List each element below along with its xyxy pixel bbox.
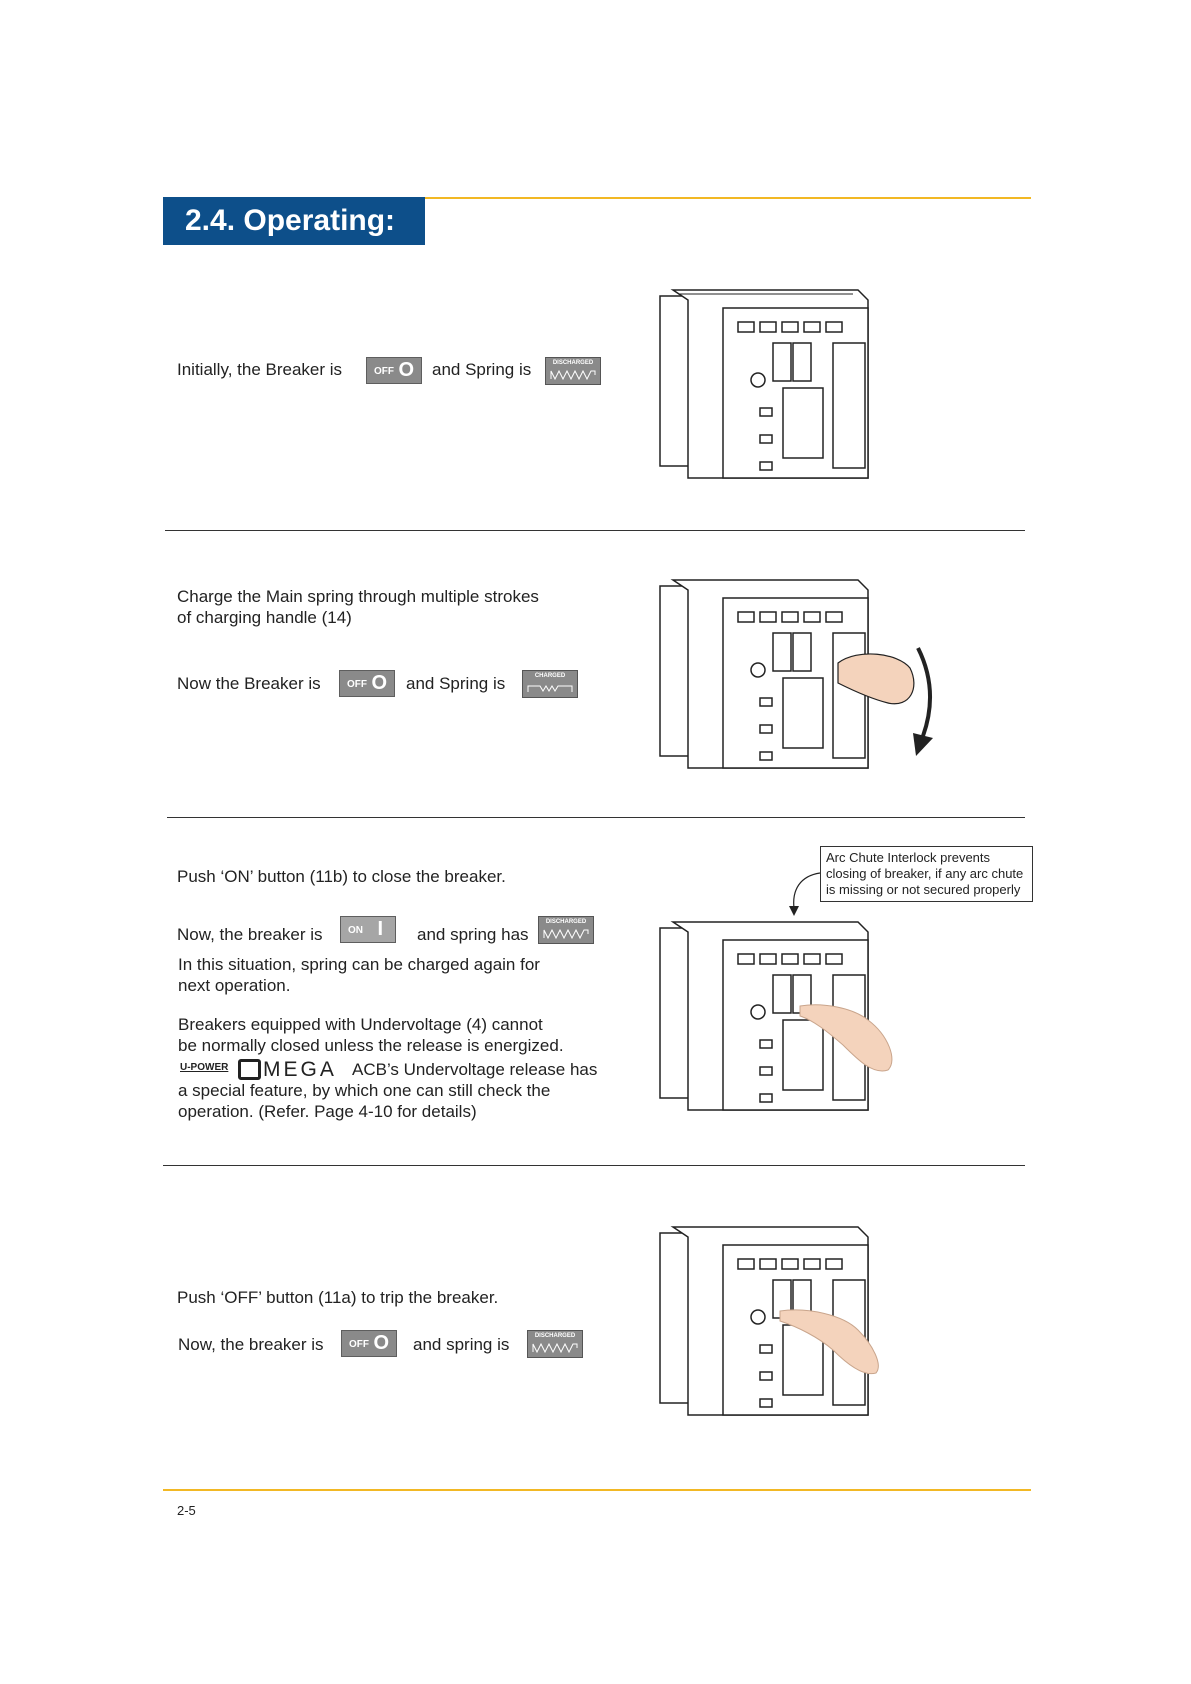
section-divider — [167, 817, 1025, 818]
step3-text-spring: and spring has — [417, 925, 529, 944]
spring-discharged-badge: DISCHARGED — [545, 357, 601, 385]
arc-chute-callout: Arc Chute Interlock prevents closing of … — [820, 846, 1033, 902]
step2-text-handle: of charging handle (14) — [177, 608, 352, 627]
section-divider — [163, 1165, 1025, 1166]
section-heading: 2.4. Operating: — [163, 197, 425, 245]
step1-text-breaker: Initially, the Breaker is — [177, 360, 343, 379]
step3-text-energized: be normally closed unless the release is… — [178, 1036, 564, 1055]
breaker-illustration-1 — [659, 289, 869, 479]
breaker-push-on-illustration — [659, 921, 893, 1111]
footer-accent-rule — [163, 1489, 1031, 1491]
step3-text-refer: operation. (Refer. Page 4-10 for details… — [178, 1102, 477, 1121]
breaker-push-off-illustration — [659, 1226, 879, 1416]
header-accent-rule — [163, 197, 1031, 199]
step3-text-special: ACB’s Undervoltage release has — [352, 1060, 598, 1079]
step4-text-spring: and spring is — [413, 1335, 510, 1354]
step3-text-undervoltage: Breakers equipped with Undervoltage (4) … — [178, 1015, 543, 1034]
step1-text-spring: and Spring is — [432, 360, 532, 379]
step3-text-feature: a special feature, by which one can stil… — [178, 1081, 551, 1100]
step3-text-breaker: Now, the breaker is — [177, 925, 323, 944]
step4-text-breaker: Now, the breaker is — [178, 1335, 324, 1354]
step2-text-spring: and Spring is — [406, 674, 506, 693]
spring-charged-badge: CHARGED — [522, 670, 578, 698]
step2-text-charge: Charge the Main spring through multiple … — [177, 587, 539, 606]
step3-text-next-op: next operation. — [178, 976, 291, 995]
step3-text-recharge: In this situation, spring can be charged… — [178, 955, 540, 974]
step4-text-push-off: Push ‘OFF’ button (11a) to trip the brea… — [177, 1288, 499, 1307]
spring-discharged-badge: DISCHARGED — [527, 1330, 583, 1358]
step2-text-breaker: Now the Breaker is — [177, 674, 321, 693]
section-divider — [165, 530, 1025, 531]
breaker-charging-illustration — [659, 579, 933, 769]
callout-arrow — [789, 872, 821, 916]
page-number: 2-5 — [177, 1503, 196, 1518]
step3-text-push-on: Push ‘ON’ button (11b) to close the brea… — [177, 867, 506, 886]
spring-discharged-badge: DISCHARGED — [538, 916, 594, 944]
